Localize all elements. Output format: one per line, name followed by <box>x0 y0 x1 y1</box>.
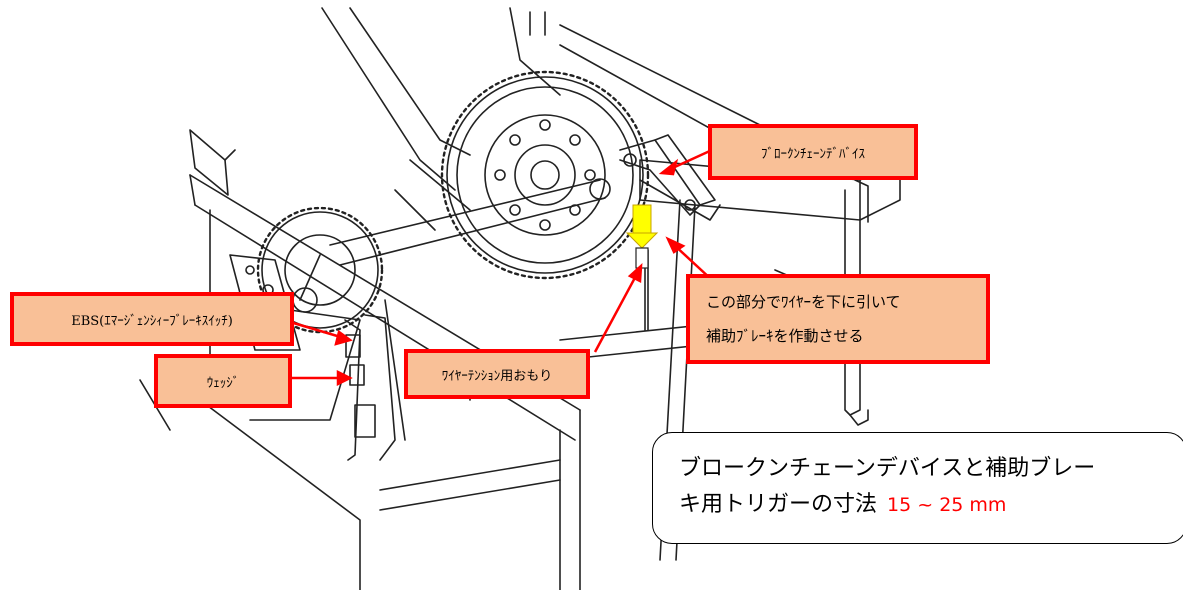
callout-ebs-text: EBS(ｴﾏｰｼﾞｪﾝｼｨｰﾌﾞﾚｰｷｽｲｯﾁ) <box>71 313 233 329</box>
callout-pull-wire-line1: この部分でﾜｲﾔｰを下に引いて <box>706 293 901 311</box>
callout-ebs: EBS(ｴﾏｰｼﾞｪﾝｼｨｰﾌﾞﾚｰｷｽｲｯﾁ) <box>10 292 294 346</box>
leader-arrow-wire-weight <box>593 262 643 353</box>
callout-wedge-text: ｳｪｯｼﾞ <box>206 375 240 391</box>
dimension-note-line1: ブロークンチェーンデバイスと補助ブレー <box>679 456 1096 481</box>
large-sprocket <box>446 76 644 274</box>
dimension-note-line2: キ用トリガーの寸法 <box>679 492 878 517</box>
sprocket-teeth <box>440 70 650 280</box>
trigger-highlight-arrow <box>625 204 659 269</box>
callout-wire-tension-weight-text: ﾜｲﾔｰﾃﾝｼｮﾝ用おもり <box>441 368 553 384</box>
dimension-value: 15 ~ 25 mm <box>887 494 1007 516</box>
leader-arrow-ebs <box>289 320 353 346</box>
callout-pull-wire-line2: 補助ﾌﾞﾚｰｷを作動させる <box>706 327 864 345</box>
callout-pull-wire: この部分でﾜｲﾔｰを下に引いて 補助ﾌﾞﾚｰｷを作動させる <box>686 274 990 364</box>
leader-arrow-pull-wire <box>665 236 713 281</box>
leader-arrow-wedge <box>290 369 353 387</box>
dimension-note: ブロークンチェーンデバイスと補助ブレー キ用トリガーの寸法 15 ~ 25 mm <box>652 432 1183 544</box>
callout-broken-chain-device-text: ﾌﾞﾛｰｸﾝﾁｪｰﾝﾃﾞﾊﾞｲｽ <box>761 146 865 162</box>
broken-chain-device-drawing <box>619 134 721 221</box>
callout-broken-chain-device: ﾌﾞﾛｰｸﾝﾁｪｰﾝﾃﾞﾊﾞｲｽ <box>708 124 918 180</box>
dimension-note-line2-row: キ用トリガーの寸法 15 ~ 25 mm <box>679 487 1166 523</box>
callout-wire-tension-weight: ﾜｲﾔｰﾃﾝｼｮﾝ用おもり <box>404 349 590 399</box>
leader-arrow-broken-chain-device <box>658 148 713 176</box>
guide-rail <box>344 299 406 461</box>
callout-wedge: ｳｪｯｼﾞ <box>154 354 292 408</box>
